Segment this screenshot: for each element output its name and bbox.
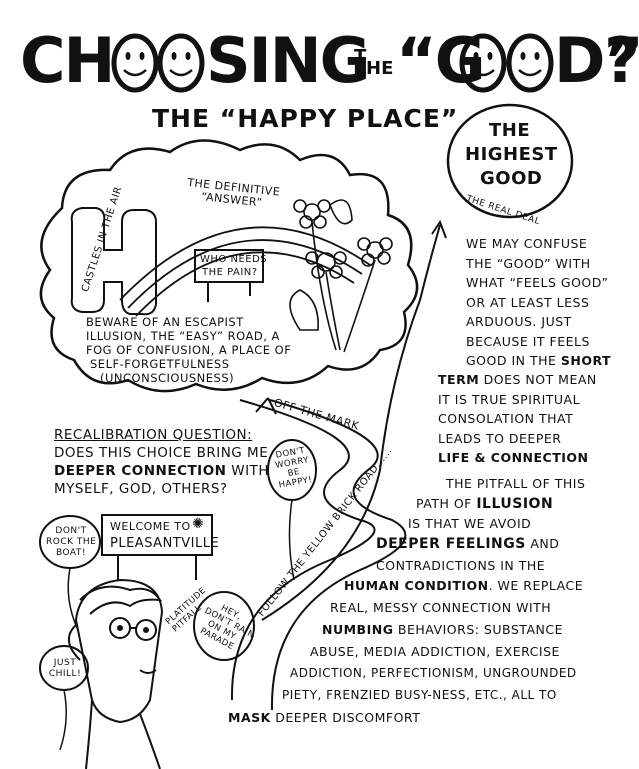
title-good-open: “G [396,24,486,97]
pitfall-line-3: IS THAT WE AVOID [408,516,532,531]
title-sing: SING [206,24,370,97]
does-not-mean: DOES NOT MEAN [479,372,597,387]
title-smiley-o-letters [111,33,554,93]
recalibration-line3: MYSELF, GOD, OTHERS? [54,481,228,497]
pitfall-line-12: MASK DEEPER DISCOMFORT [228,710,420,725]
escapist-warning: BEWARE OF AN ESCAPIST ILLUSION, THE “EAS… [86,315,291,385]
balloon-text: ROCK THE [46,537,97,547]
right-text-line: ARDUOUS. JUST [466,314,572,329]
recalibration-heading: RECALIBRATION QUESTION: [54,427,253,443]
warning-line: FOG OF CONFUSION, A PLACE OF [86,343,292,357]
pitfall-line-8: NUMBING BEHAVIORS: SUBSTANCE [322,622,563,637]
right-text-line: LIFE & CONNECTION [438,448,597,468]
sun-icon: ✺ [192,516,204,532]
we-replace: . WE REPLACE [488,578,584,593]
highest-good-line2: HIGHEST [465,144,558,165]
title-ch: CH [20,24,115,97]
pitfall-line-11: PIETY, FRENZIED BUSY-NESS, ETC., ALL TO [282,688,557,702]
balloon-text: CHILL! [48,669,82,679]
title-good-close: D” [554,24,639,97]
mask-emph: MASK [228,710,271,725]
warning-line: ILLUSION, THE “EASY” ROAD, A [86,329,280,343]
balloon-text: DON'T [55,526,87,536]
title-the-t: T [354,46,367,67]
right-text-line: TERM DOES NOT MEAN [438,370,597,390]
pitfall-and: AND [525,536,560,551]
recalibration-block: RECALIBRATION QUESTION: DOES THIS CHOICE… [54,426,269,498]
welcome-sign-line1: WELCOME TO [110,520,191,533]
life-connection-emph: LIFE & CONNECTION [438,450,589,465]
title-the-he: HE [366,58,394,79]
right-text-line: BECAUSE IT FEELS [466,333,590,349]
numbing-emph: NUMBING [322,622,394,637]
warning-line: SELF-FORGETFULNESS [90,357,230,371]
highest-good-line3: GOOD [480,168,543,189]
yellow-brick-road [230,399,376,701]
pitfall-line-2: PATH OF ILLUSION [416,496,553,512]
right-text-line: LEADS TO DEEPER [438,430,562,446]
sign-who-needs-2: THE PAIN? [202,267,258,278]
pitfall-line-1: THE PITFALL OF THIS [446,476,586,491]
right-text-line: OR AT LEAST LESS [466,294,590,310]
highest-good-line1: THE [489,120,531,141]
deeper-connection-emph: DEEPER CONNECTION [54,463,227,479]
balloon-text: BOAT! [55,548,86,558]
pitfall-line-7: REAL, MESSY CONNECTION WITH [330,600,552,615]
pitfall-line-6: HUMAN CONDITION. WE REPLACE [344,578,583,593]
recalibration-line2-rest: WITH [226,463,270,479]
good-in-the: GOOD IN THE [466,353,561,368]
right-text-line: WE MAY CONFUSE [466,236,588,251]
right-text-line: THE “GOOD” WITH [466,255,591,271]
pitfall-line-9: ABUSE, MEDIA ADDICTION, EXERCISE [310,644,560,659]
pitfall-line-5: CONTRADICTIONS IN THE [376,558,546,573]
pitfall-line-4: DEEPER FEELINGS AND [376,536,559,552]
pitfall-line-10: ADDICTION, PERFECTIONISM, UNGROUNDED [290,666,577,680]
right-text-line: IT IS TRUE SPIRITUAL [438,391,581,407]
recalibration-line1: DOES THIS CHOICE BRING ME [54,445,269,461]
path-of: PATH OF [416,496,477,511]
right-text-line: GOOD IN THE SHORT [466,351,611,371]
human-condition-emph: HUMAN CONDITION [344,578,489,593]
balloon-text: JUST [53,658,77,668]
subtitle: THE “HAPPY PLACE” [152,104,459,133]
welcome-sign-line2: PLEASANTVILLE [110,536,220,551]
sign-who-needs-1: WHO NEEDS [200,254,268,265]
illusion-emph: ILLUSION [476,496,554,512]
balloon-dont-worry: DON'T WORRY BE HAPPY! [273,445,314,491]
right-text-block-1: WE MAY CONFUSE THE “GOOD” WITH WHAT “FEE… [466,234,611,371]
right-text-line: CONSOLATION THAT [438,411,574,426]
deeper-feelings-emph: DEEPER FEELINGS [376,536,526,552]
numbing-behaviors: BEHAVIORS: SUBSTANCE [393,622,563,637]
term-emph: TERM [438,372,480,387]
balloon-dont-rock: DON'T ROCK THE BOAT! [46,526,96,559]
title-question: ? [604,24,639,97]
deeper-discomfort: DEEPER DISCOMFORT [270,710,421,725]
right-text-line: WHAT “FEELS GOOD” [466,275,609,290]
warning-line: (UNCONSCIOUSNESS) [100,371,235,385]
recalibration-line2: DEEPER CONNECTION WITH [54,462,269,480]
highest-good-circle [446,103,574,219]
right-text-block-1b: TERM DOES NOT MEAN IT IS TRUE SPIRITUAL … [438,370,597,468]
balloon-just-chill: JUST CHILL! [46,658,84,680]
warning-line: BEWARE OF AN ESCAPIST [86,315,244,329]
page-title: CH SING T HE “G D” ? [14,18,639,97]
thought-cloud [39,139,419,393]
short-emph: SHORT [560,353,612,368]
